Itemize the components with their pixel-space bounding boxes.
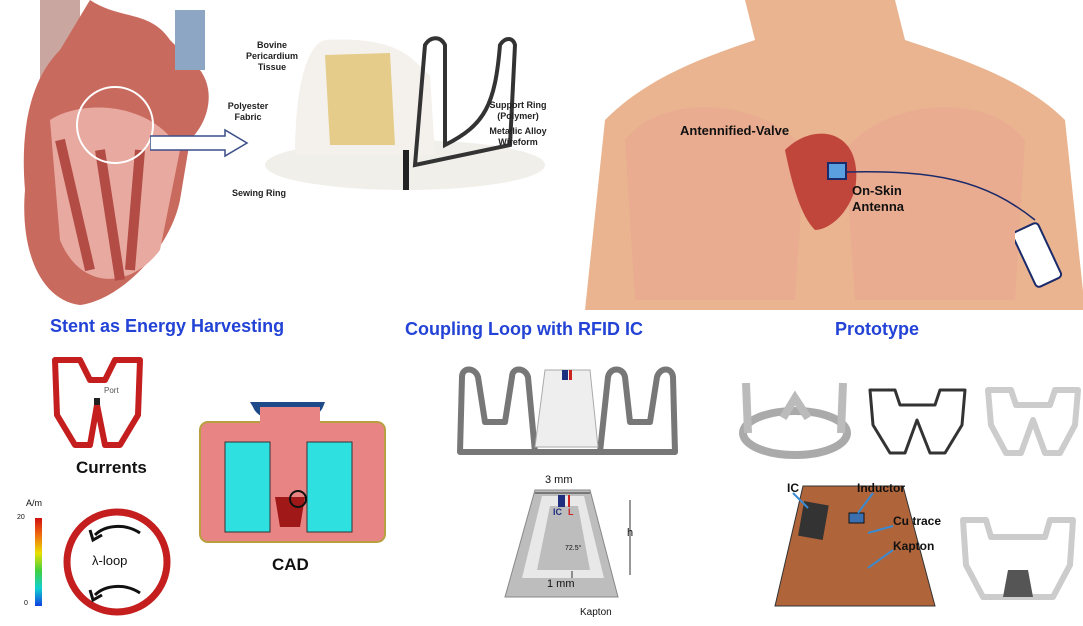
label-l: L (568, 507, 574, 517)
heart-illustration (23, 0, 209, 305)
label-port: Port (104, 386, 119, 395)
label-proto-cu-trace: Cu trace (893, 514, 942, 528)
label-proto-inductor: Inductor (857, 481, 905, 495)
kapton-prototype-photo (774, 485, 936, 607)
torso-illustration (585, 0, 1083, 310)
label-kapton-schematic: Kapton (580, 607, 612, 618)
label-proto-kapton: Kapton (893, 539, 935, 553)
colorbar-min: 0 (24, 600, 28, 607)
label-tissue: Bovine Pericardium Tissue (245, 40, 299, 72)
arrow-icon (150, 128, 249, 158)
label-support: Support Ring (Polymer) (489, 100, 547, 121)
stent-currents-plot (52, 357, 143, 448)
section-title-coupling: Coupling Loop with RFID IC (405, 319, 643, 339)
label-fabric: Polyester Fabric (227, 101, 269, 122)
label-currents: Currents (76, 458, 147, 477)
label-sewing: Sewing Ring (232, 188, 286, 198)
label-antennified-valve: Antennified-Valve (680, 123, 790, 138)
colorbar-unit: A/m (26, 498, 43, 508)
valve-photo (265, 36, 545, 190)
prototype-photo-3 (985, 387, 1081, 456)
label-cad: CAD (272, 555, 309, 574)
prototype-photo-1 (739, 382, 851, 459)
label-ic: IC (553, 507, 562, 517)
section-title-stent: Stent as Energy Harvesting (50, 316, 285, 336)
prototype-photo-2 (868, 388, 967, 455)
colorbar-max: 20 (17, 514, 25, 521)
dim-width-top: 3 mm (545, 474, 573, 486)
label-lambda-loop: λ-loop (92, 553, 128, 568)
colorbar (35, 518, 42, 606)
cad-model (199, 402, 386, 543)
label-height: h (627, 527, 634, 539)
coupling-loop-model (457, 366, 678, 455)
smartphone-icon (1015, 222, 1063, 288)
label-on-skin-antenna: On-Skin Antenna (852, 183, 904, 214)
lambda-loop-plot (63, 508, 171, 616)
label-wireform: Metallic Alloy Wireform (489, 126, 547, 147)
dim-gap: 1 mm (547, 578, 575, 590)
prototype-photo-4 (960, 517, 1076, 600)
label-proto-ic: IC (787, 481, 799, 495)
coupling-schematic (504, 489, 631, 598)
label-angle: 72.5° (565, 545, 582, 552)
section-title-prototype: Prototype (835, 319, 920, 339)
